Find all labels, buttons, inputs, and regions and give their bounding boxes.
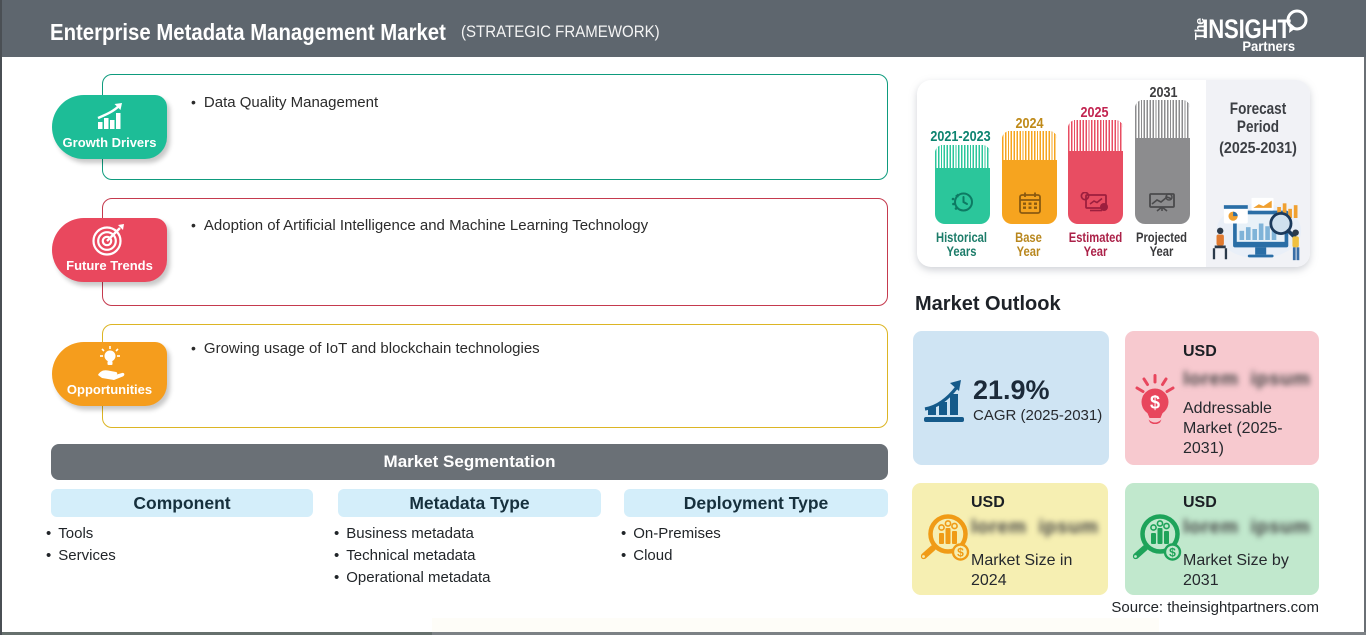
svg-text:$: $ [957, 546, 964, 560]
svg-text:$: $ [1150, 393, 1160, 413]
svg-text:The: The [1193, 18, 1207, 40]
svg-text:$: $ [1169, 546, 1176, 560]
svg-text:Partners: Partners [1242, 39, 1295, 53]
svg-text:INSIGHT: INSIGHT [1202, 15, 1291, 45]
